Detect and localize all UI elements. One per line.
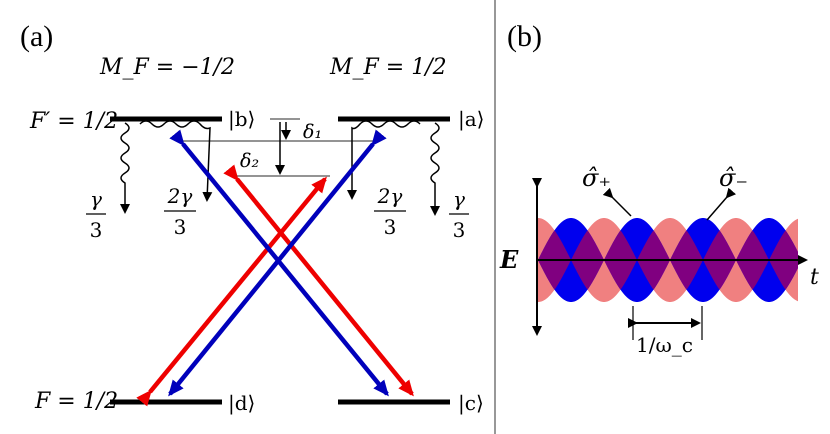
period-label: 1/ω_c bbox=[636, 333, 693, 357]
svg-text:γ: γ bbox=[90, 187, 102, 211]
state-c-label: |c⟩ bbox=[458, 391, 484, 416]
delta1-label: δ₁ bbox=[303, 121, 322, 143]
lower-level-label: F = 1/2 bbox=[34, 389, 118, 414]
svg-text:3: 3 bbox=[384, 215, 397, 239]
sigma-minus-label: σ̂₋ bbox=[719, 164, 748, 192]
state-b-label: |b⟩ bbox=[228, 107, 255, 132]
svg-text:γ: γ bbox=[453, 187, 465, 211]
panel-b-label: (b) bbox=[507, 20, 542, 53]
panel-a-label: (a) bbox=[20, 20, 53, 53]
delta2-label: δ₂ bbox=[240, 150, 259, 172]
sigma-plus-pointer bbox=[602, 187, 632, 217]
svg-text:2γ: 2γ bbox=[377, 184, 403, 208]
time-axis-label: t bbox=[810, 265, 819, 290]
gamma-over-3-right: γ 3 bbox=[449, 187, 469, 242]
svg-text:2γ: 2γ bbox=[167, 184, 193, 208]
decay-b-to-c bbox=[139, 120, 213, 202]
state-a-label: |a⟩ bbox=[458, 107, 484, 132]
field-axis-label: E bbox=[499, 245, 519, 274]
mf-right-label: M_F = 1/2 bbox=[329, 55, 447, 80]
sigma-minus-pointer bbox=[706, 187, 737, 221]
two-gamma-over-3-left: 2γ 3 bbox=[164, 184, 196, 239]
svg-text:3: 3 bbox=[453, 218, 466, 242]
blue-beam-b-to-c bbox=[169, 129, 389, 397]
state-d-label: |d⟩ bbox=[228, 391, 255, 416]
svg-text:3: 3 bbox=[174, 215, 187, 239]
two-gamma-over-3-right: 2γ 3 bbox=[374, 184, 406, 239]
decay-a-to-c bbox=[430, 122, 440, 216]
decay-a-to-d bbox=[347, 120, 421, 200]
svg-text:3: 3 bbox=[90, 218, 103, 242]
sigma-plus-label: σ̂₊ bbox=[582, 164, 611, 192]
gamma-over-3-left: γ 3 bbox=[86, 187, 106, 242]
mf-left-label: M_F = −1/2 bbox=[99, 55, 235, 80]
upper-level-label: F′ = 1/2 bbox=[29, 109, 118, 134]
blue-beam-a-to-d bbox=[168, 129, 387, 397]
decay-b-to-d bbox=[120, 122, 130, 214]
